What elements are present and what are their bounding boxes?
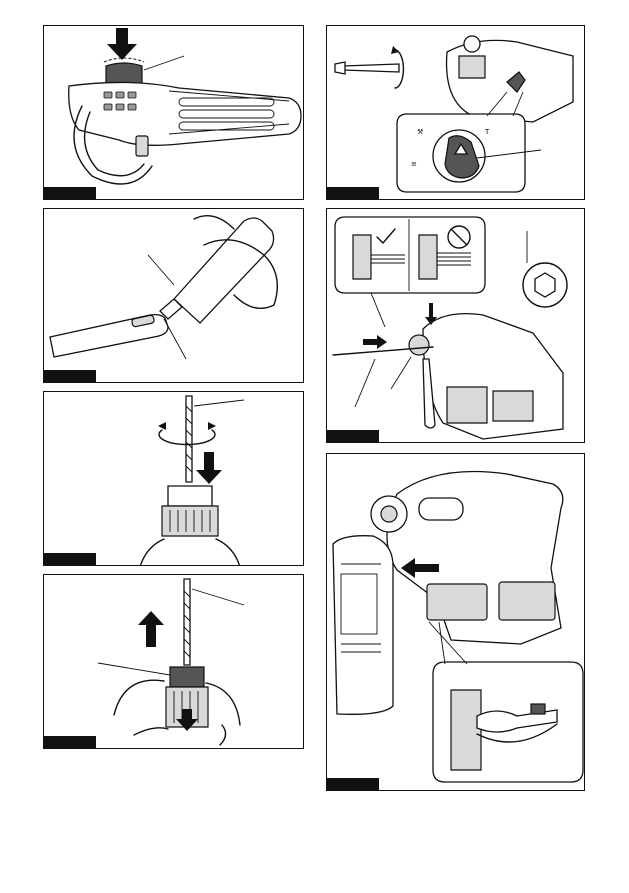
svg-text:⚒: ⚒ [417,128,423,136]
depth-gauge-illustration [327,209,585,443]
arrow-down-icon [107,28,137,60]
chisel-bit [343,64,399,72]
mode-switch-illustration: ⚒ T ≡ [327,26,585,200]
figure-grease [43,208,304,383]
battery [427,584,487,620]
figure-mode-switch: ⚒ T ≡ [326,25,585,200]
remove-bit-illustration [44,575,304,749]
figure-depth-gauge [326,208,585,443]
figure-label [44,736,96,748]
tool-body [140,539,240,566]
figure-label [44,370,96,382]
svg-text:T: T [484,128,490,136]
clamp-dashed-outline [104,58,144,62]
figure-label [327,187,379,199]
arrow-right-icon [363,335,387,349]
chuck [168,486,212,506]
chuck-sleeve [170,667,204,687]
figure-label [44,553,96,565]
handle-ring-latch [136,136,148,156]
figure-label [327,778,379,790]
svg-text:≡: ≡ [411,160,417,168]
dust-extractor [333,536,393,715]
hex-icon [535,273,555,297]
arrow-down-icon [196,452,222,484]
figure-dust-extractor [326,453,585,791]
figure-side-handle [43,25,304,200]
side-handle-illustration [44,26,304,200]
figure-insert-bit [43,391,304,566]
insert-bit-illustration [44,392,304,566]
figure-label [327,430,379,442]
side-handle [419,498,463,520]
dust-extractor-illustration [327,454,585,791]
arrow-up-icon [138,611,164,647]
grease-illustration [44,209,304,383]
figure-label [44,187,96,199]
grease-tube [174,218,274,323]
figure-remove-bit [43,574,304,749]
